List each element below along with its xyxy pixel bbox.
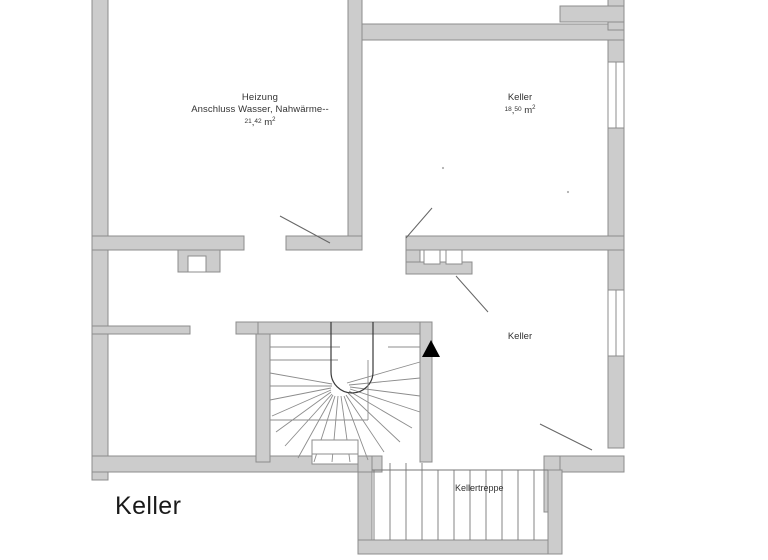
- heizung-area-unit: m: [264, 117, 273, 128]
- stair-bottom-step: [311, 439, 359, 455]
- leader-line-flue-wall: [405, 207, 433, 239]
- stair-winder-tread: [349, 386, 421, 397]
- heizung-description: Anschluss Wasser, Nahwärme--: [191, 103, 329, 115]
- stair-winder-tread: [275, 391, 332, 433]
- stair-winder-tread: [348, 377, 421, 386]
- wall-bottom-left: [91, 455, 383, 473]
- stair-winder-tread: [343, 395, 369, 461]
- page-title: Keller: [115, 492, 182, 520]
- heizung-area: 21,42 m2: [130, 115, 390, 129]
- stair-winder-tread: [271, 389, 332, 417]
- heizung-name: Heizung: [241, 92, 279, 103]
- stair-winder-tread: [347, 392, 401, 443]
- walls-group: [91, 0, 625, 555]
- flue-void-right: [445, 249, 463, 265]
- keller-oben-area-sep: ,: [511, 105, 515, 116]
- interior-staircase: [269, 322, 440, 463]
- keller-oben-area-unit: m: [524, 105, 533, 116]
- leader-line-center-wall: [279, 215, 331, 244]
- room-label-heizung: Heizung Anschluss Wasser, Nahwärme-- 21,…: [130, 92, 390, 129]
- wall-top-right-room: [355, 23, 625, 41]
- stair-winder-tread: [269, 387, 332, 401]
- wall-exterior-stair-top-cap: [357, 455, 373, 473]
- leader-lines-group: [279, 207, 593, 451]
- wall-center-doorjamb: [285, 235, 363, 251]
- stair-newel-stringer: [330, 322, 374, 394]
- heizung-area-sep: ,: [251, 117, 255, 128]
- wall-heizung-bottom: [91, 235, 245, 251]
- stair-winder-tread: [297, 394, 334, 459]
- flue-voids-group: [187, 249, 463, 273]
- feature-label-kellertreppe: Kellertreppe: [455, 483, 565, 493]
- wall-left-lower: [91, 239, 109, 481]
- chimney-void-heizung: [187, 255, 207, 273]
- exterior-staircase: [372, 463, 548, 540]
- stair-winder-tread: [348, 390, 413, 429]
- wall-left-partition: [91, 325, 191, 335]
- keller-oben-name: Keller: [507, 92, 533, 103]
- wall-top-right-cap: [559, 5, 625, 23]
- room-label-keller-oben: Keller 18,50 m2: [470, 92, 570, 116]
- leader-line-flue-niche: [455, 275, 489, 313]
- heizung-area-exp: 2: [272, 117, 276, 123]
- heizung-area-dec: 42: [254, 118, 262, 125]
- wall-stair-top: [235, 321, 433, 335]
- keller-rechts-name: Keller: [507, 331, 533, 342]
- wall-exterior-stair-bottom: [357, 539, 563, 555]
- windows-group: [607, 61, 625, 357]
- wall-exterior-stair-right: [547, 469, 563, 555]
- stair-winder-tread: [349, 388, 421, 413]
- flue-void-left: [423, 249, 441, 265]
- kellertreppe-name: Kellertreppe: [455, 483, 504, 493]
- annotation-dot: [441, 166, 445, 170]
- annotation-dots-group: [441, 166, 570, 194]
- stair-winder-tread: [346, 361, 421, 384]
- keller-oben-area: 18,50 m2: [470, 103, 570, 116]
- stair-winder-tread: [345, 394, 385, 453]
- wall-keller-oben-bottom: [405, 235, 625, 251]
- keller-oben-area-int: 18: [504, 106, 512, 113]
- keller-oben-area-dec: 50: [514, 106, 522, 113]
- stair-direction-arrow-icon: [422, 340, 440, 357]
- leader-line-bottom-right: [539, 423, 593, 451]
- wall-stair-top-stub: [235, 321, 259, 335]
- stair-winder-tread: [269, 372, 333, 385]
- annotation-dot: [566, 190, 570, 194]
- heizung-area-int: 21: [244, 118, 252, 125]
- wall-stair-left: [255, 321, 271, 463]
- keller-oben-area-exp: 2: [532, 105, 536, 111]
- room-label-keller-rechts: Keller: [480, 331, 560, 342]
- wall-left-upper: [91, 0, 109, 241]
